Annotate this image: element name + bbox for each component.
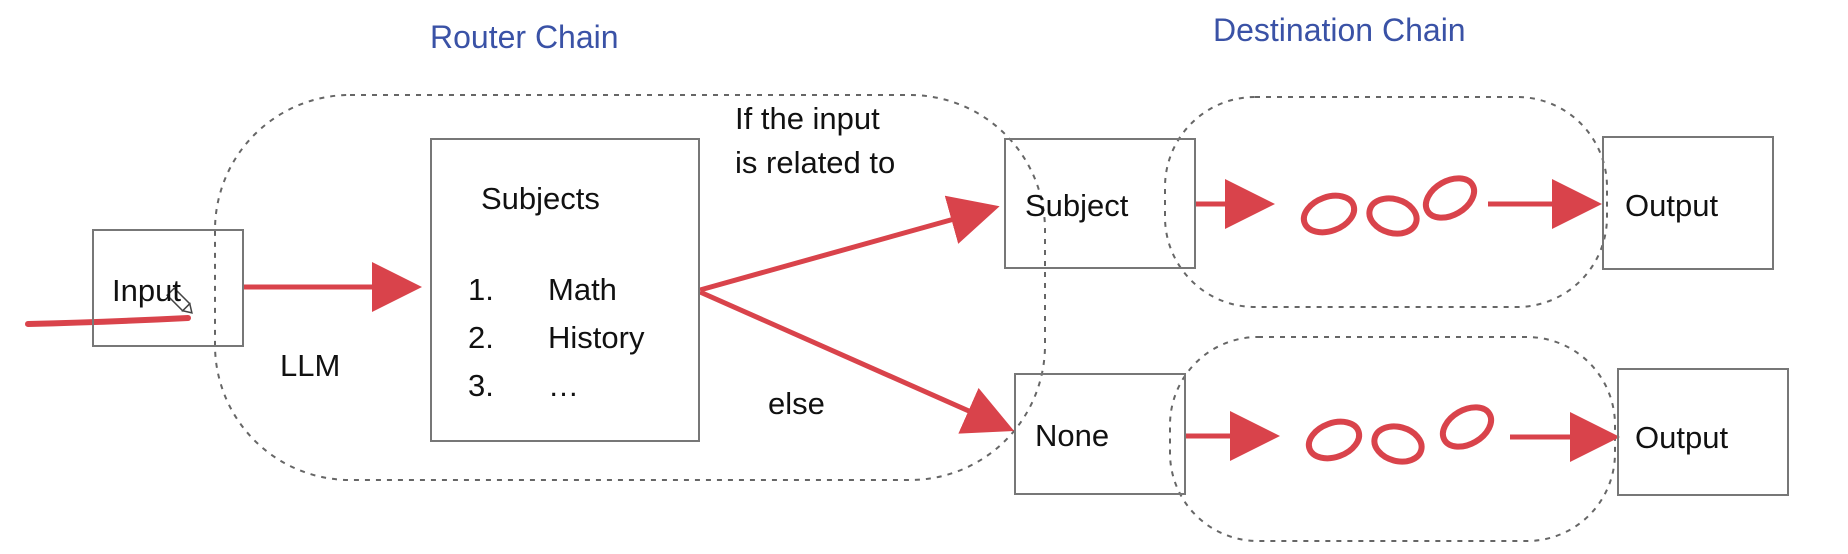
- subject-item-number: 3.: [468, 368, 494, 403]
- input-underline-stroke: [25, 315, 191, 327]
- destination-chain-outline-top: [1164, 96, 1608, 308]
- subject-item-name: …: [548, 368, 579, 403]
- arrow-subjects-to-subject: [699, 195, 1000, 293]
- router-chain-outline: [214, 94, 1046, 481]
- destination-chain-title: Destination Chain: [1213, 12, 1466, 48]
- subject-item-name: History: [548, 320, 645, 355]
- output-top-label: Output: [1625, 188, 1719, 223]
- output-top-box: [1602, 136, 1774, 270]
- condition-label-line1: If the input: [735, 101, 880, 136]
- output-bottom-box: [1617, 368, 1789, 496]
- condition-label-line2: is related to: [735, 145, 896, 180]
- chain-link-icon: [1305, 404, 1495, 465]
- llm-label: LLM: [280, 348, 341, 383]
- subject-label: Subject: [1025, 188, 1129, 223]
- pen-cursor-icon: [166, 287, 193, 314]
- subject-item-number: 1.: [468, 272, 494, 307]
- else-label: else: [768, 386, 825, 421]
- input-label: Input: [112, 273, 181, 308]
- none-box: [1014, 373, 1186, 495]
- subject-box: [1004, 138, 1196, 269]
- subjects-box: [430, 138, 700, 442]
- subject-item-name: Math: [548, 272, 617, 307]
- input-box: [92, 229, 244, 347]
- subject-item-number: 2.: [468, 320, 494, 355]
- output-bottom-label: Output: [1635, 420, 1729, 455]
- chain-link-icon: [1300, 175, 1478, 237]
- subjects-heading: Subjects: [481, 181, 600, 216]
- none-label: None: [1035, 418, 1110, 453]
- arrow-subjects-to-none: [698, 289, 1015, 434]
- router-chain-title: Router Chain: [430, 19, 619, 55]
